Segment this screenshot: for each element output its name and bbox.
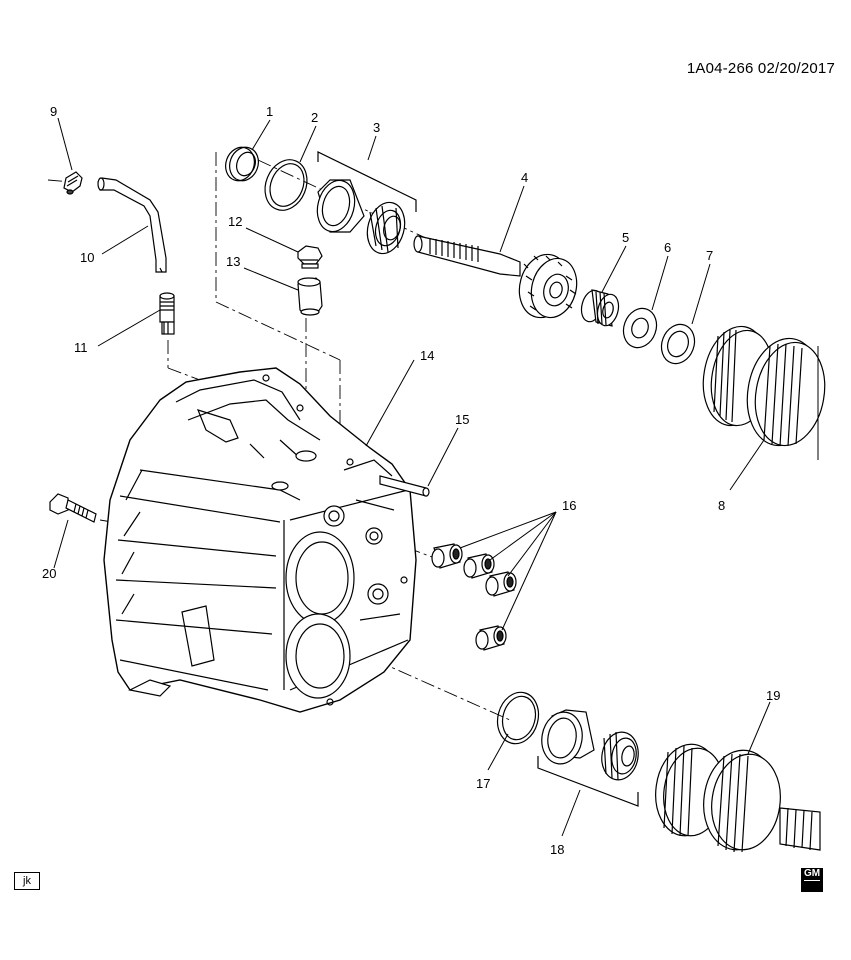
bracket-18	[537, 756, 639, 807]
callout-19: 19	[766, 688, 780, 703]
callout-16: 16	[562, 498, 576, 513]
part-6-washer	[622, 307, 658, 349]
drawing-tag-box: jk	[14, 872, 40, 890]
part-20-bolt	[49, 493, 97, 523]
callout-4: 4	[521, 170, 528, 185]
part-10-vent-tube	[97, 177, 167, 273]
part-14-case	[103, 367, 417, 713]
drawing-id: 1A04-266 02/20/2017	[686, 60, 835, 77]
part-8-gear-cluster	[702, 325, 826, 460]
callout-8: 8	[718, 498, 725, 513]
callout-5: 5	[622, 230, 629, 245]
callout-18: 18	[550, 842, 564, 857]
part-1-seal	[225, 146, 259, 182]
part-13-magnet	[297, 277, 323, 316]
callout-3: 3	[373, 120, 380, 135]
gm-logo-underline	[804, 880, 820, 891]
callout-13: 13	[226, 254, 240, 269]
leader-lines	[53, 117, 771, 837]
callout-15: 15	[455, 412, 469, 427]
callout-labels: 1 2 3 4 5 6 7 8 9 10 11 12 13 14 15 16 1…	[42, 104, 780, 857]
callout-20: 20	[42, 566, 56, 581]
callout-17: 17	[476, 776, 490, 791]
bracket-3	[317, 151, 417, 212]
part-16-sleeves	[431, 543, 517, 651]
callout-14: 14	[420, 348, 434, 363]
gm-logo-text: GM	[803, 868, 821, 879]
part-2-snap-ring	[264, 159, 308, 211]
callout-11: 11	[74, 340, 88, 355]
part-5-needle-bearing	[580, 289, 620, 327]
callout-1: 1	[266, 104, 273, 119]
part-11-vent-nipple	[159, 292, 175, 335]
part-4-input-shaft	[413, 235, 578, 319]
part-3-bearing	[316, 179, 406, 255]
callout-6: 6	[664, 240, 671, 255]
part-19-output-shaft	[655, 743, 821, 853]
callout-2: 2	[311, 110, 318, 125]
callout-12: 12	[228, 214, 242, 229]
part-17-snap-ring	[496, 691, 540, 745]
callout-7: 7	[706, 248, 713, 263]
part-7-washer	[660, 323, 696, 365]
part-9-vent	[63, 171, 83, 195]
part-18-bearing	[541, 709, 639, 781]
part-12-plug	[297, 245, 323, 269]
part-15-dowel-pin	[379, 475, 430, 497]
callout-9: 9	[50, 104, 57, 119]
callout-10: 10	[80, 250, 94, 265]
gm-logo: GM	[801, 868, 823, 892]
